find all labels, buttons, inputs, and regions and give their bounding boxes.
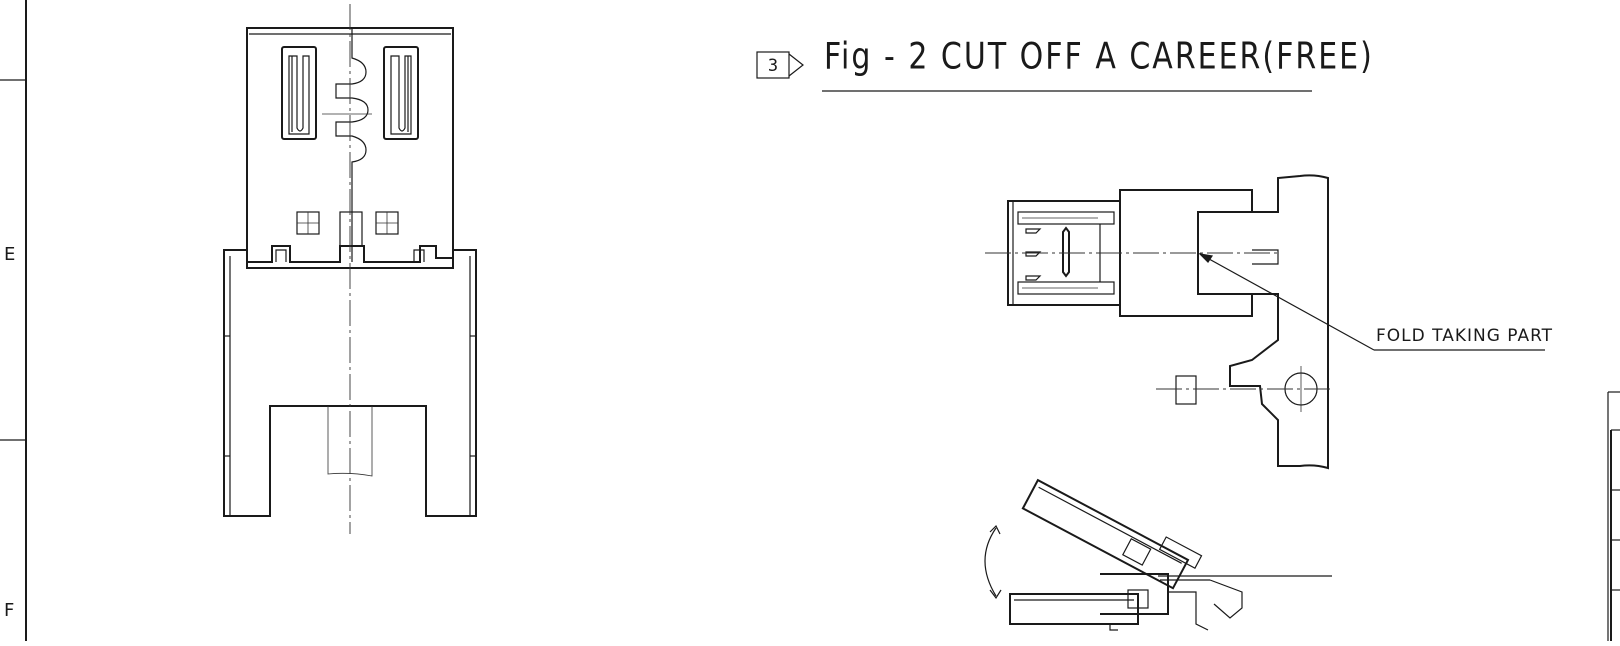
carrier-top-view [985,174,1545,470]
sheet-border-left [0,0,27,641]
zone-label-f: F [4,600,14,621]
zone-label-e: E [4,244,15,265]
fold-side-view [984,478,1332,631]
connector-top-view [223,4,477,534]
title-block-edge [1607,391,1620,641]
fold-taking-part-label: FOLD TAKING PART [1376,326,1553,346]
note-arrow-icon [788,53,804,77]
note-number-box [756,51,790,79]
note-number: 3 [768,56,778,76]
figure-2-title: 3 Fig - 2 CUT OFF A CAREER(FREE) [756,35,1374,92]
figure-title: Fig - 2 CUT OFF A CAREER(FREE) [824,35,1374,78]
